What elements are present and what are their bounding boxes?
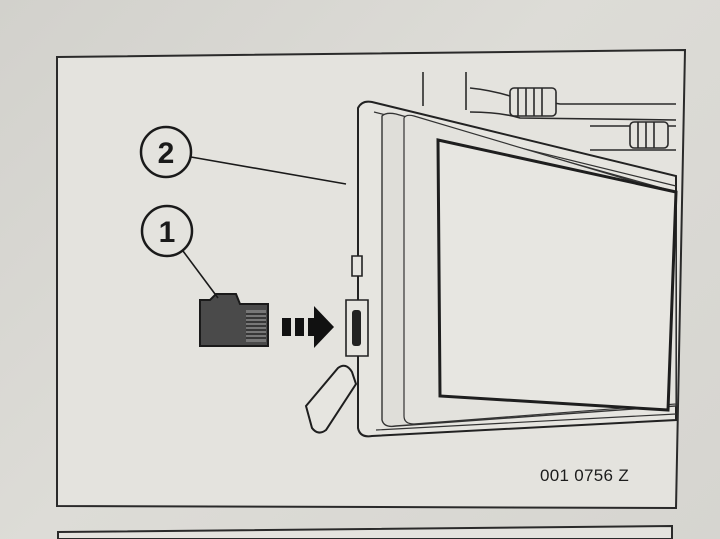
microsd-card [199,293,269,347]
callout-1-label: 1 [159,216,176,249]
callout-2: 2 [139,125,347,185]
microsd-slot [352,310,361,346]
navigation-device [345,100,678,438]
figure-id: 001 0756 Z [540,466,630,485]
mount-bracket [422,72,677,151]
callout-2-label: 2 [158,137,175,170]
side-button [351,255,363,277]
device-screen [436,138,678,412]
callout-1-leader [182,250,219,299]
slot-cover-flap [304,364,358,434]
insert-direction-arrow [282,306,334,348]
callout-1: 1 [140,204,219,299]
callout-2-leader [190,156,347,185]
next-figure-frame [57,524,673,539]
